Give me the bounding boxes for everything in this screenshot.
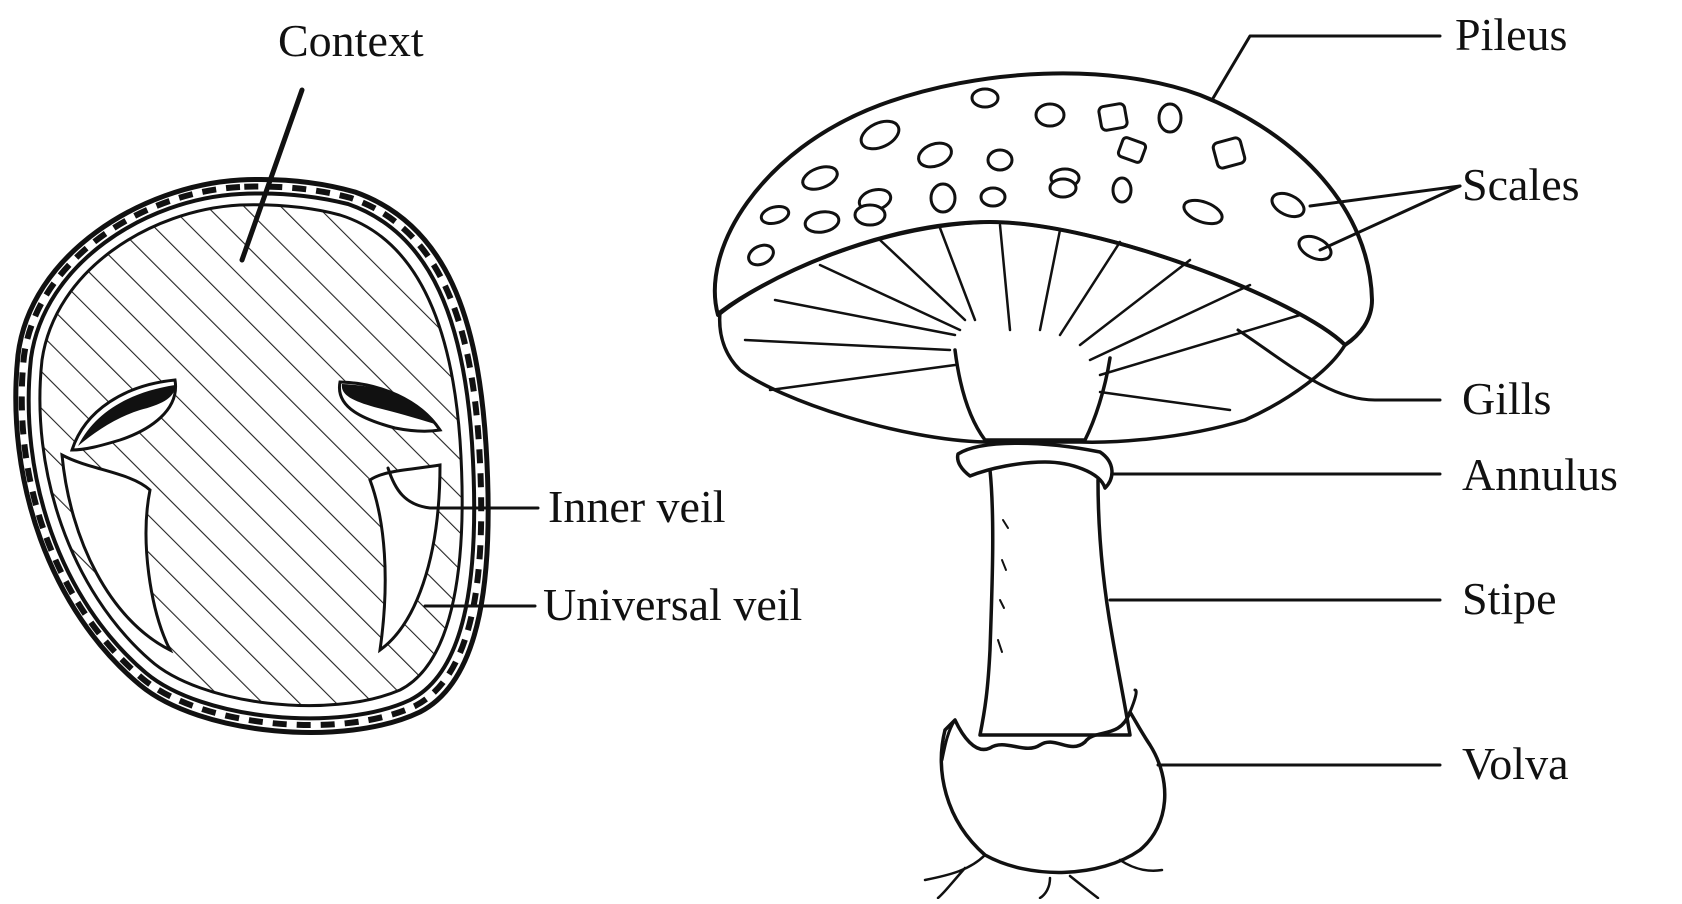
annulus-ring bbox=[958, 443, 1112, 488]
pileus-leader bbox=[1212, 36, 1440, 100]
mature-mushroom: Pileus Scales Gills Annulus Stipe Volva bbox=[715, 9, 1618, 898]
label-pileus: Pileus bbox=[1455, 9, 1567, 60]
label-gills: Gills bbox=[1462, 373, 1551, 424]
label-volva: Volva bbox=[1462, 738, 1569, 789]
gill-underside bbox=[720, 222, 1345, 442]
stipe-body bbox=[980, 470, 1130, 735]
label-annulus: Annulus bbox=[1462, 449, 1618, 500]
label-inner-veil: Inner veil bbox=[548, 481, 726, 532]
volva-rim bbox=[942, 690, 1136, 760]
label-stipe: Stipe bbox=[1462, 573, 1557, 624]
label-scales: Scales bbox=[1462, 159, 1580, 210]
stipe-upper bbox=[955, 350, 1110, 440]
mycelium-roots bbox=[925, 855, 1162, 898]
stipe-texture bbox=[998, 520, 1008, 652]
label-universal-veil: Universal veil bbox=[543, 579, 802, 630]
gill-lines bbox=[745, 225, 1300, 410]
button-stage-section: Context Inner veil Universal veil bbox=[16, 15, 803, 732]
label-context: Context bbox=[278, 15, 424, 66]
